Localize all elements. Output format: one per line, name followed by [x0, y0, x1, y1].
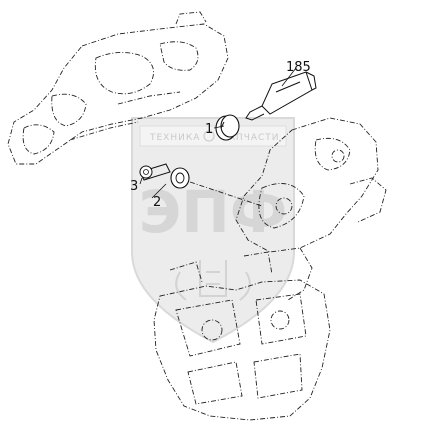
callout-2: 2 [153, 195, 161, 210]
part-185-sealant-tube [245, 71, 317, 121]
upper-left-housing [7, 11, 229, 165]
callout-3: 3 [130, 179, 138, 194]
watermark-brand: ЭПФ [139, 178, 288, 246]
leader-lines [139, 67, 297, 199]
watermark-right-word: ЗАПЧАСТИ [222, 133, 280, 143]
right-side-housing [235, 117, 387, 301]
callout-1: 1 [205, 122, 213, 137]
callout-185: 185 [286, 60, 311, 75]
watermark-seal-icon [203, 130, 215, 142]
callout-labels: 185 1 2 3 [130, 60, 311, 210]
lower-engine-block [153, 251, 331, 421]
part-1-plug [215, 114, 240, 141]
watermark-left-word: ТЕХНИКА [149, 133, 200, 143]
parts-2-3-shaft-assembly [139, 163, 263, 207]
